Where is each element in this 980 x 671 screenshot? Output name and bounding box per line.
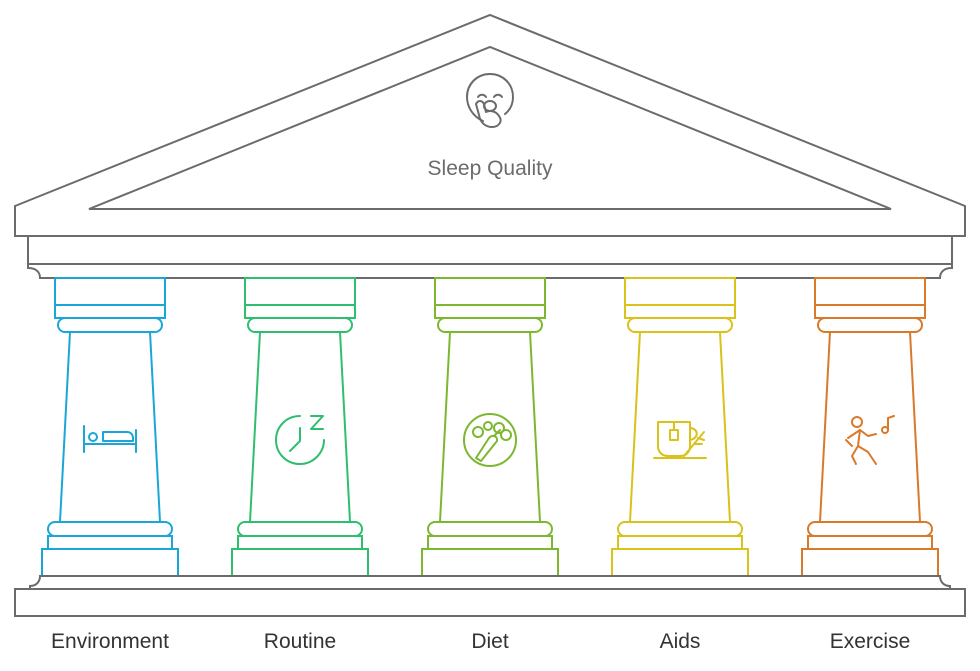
pillar-label-diet: Diet bbox=[471, 630, 509, 653]
roof bbox=[14, 13, 966, 279]
pillar-environment bbox=[41, 277, 179, 577]
roof-pediment-inner bbox=[88, 45, 892, 210]
clock-sleep-icon bbox=[275, 415, 325, 465]
base-step bbox=[29, 575, 951, 590]
base bbox=[14, 575, 966, 617]
person-dancing-icon bbox=[845, 415, 895, 465]
pillar-label-environment: Environment bbox=[51, 630, 169, 653]
base-platform bbox=[14, 588, 966, 617]
pillar-label-routine: Routine bbox=[263, 630, 337, 653]
roof-title: Sleep Quality bbox=[428, 157, 553, 180]
pillar-aids bbox=[611, 277, 749, 577]
pillar-diet bbox=[421, 277, 559, 577]
sleep-quality-icon bbox=[466, 73, 514, 128]
roof-beam bbox=[27, 235, 953, 265]
pillar-label-exercise: Exercise bbox=[829, 630, 911, 653]
pillar-exercise bbox=[801, 277, 939, 577]
bed-icon bbox=[83, 425, 137, 453]
roof-cornice bbox=[27, 263, 953, 279]
herbal-tea-icon bbox=[653, 421, 707, 459]
pillar-label-aids: Aids bbox=[659, 630, 701, 653]
vegetables-icon bbox=[463, 413, 517, 467]
